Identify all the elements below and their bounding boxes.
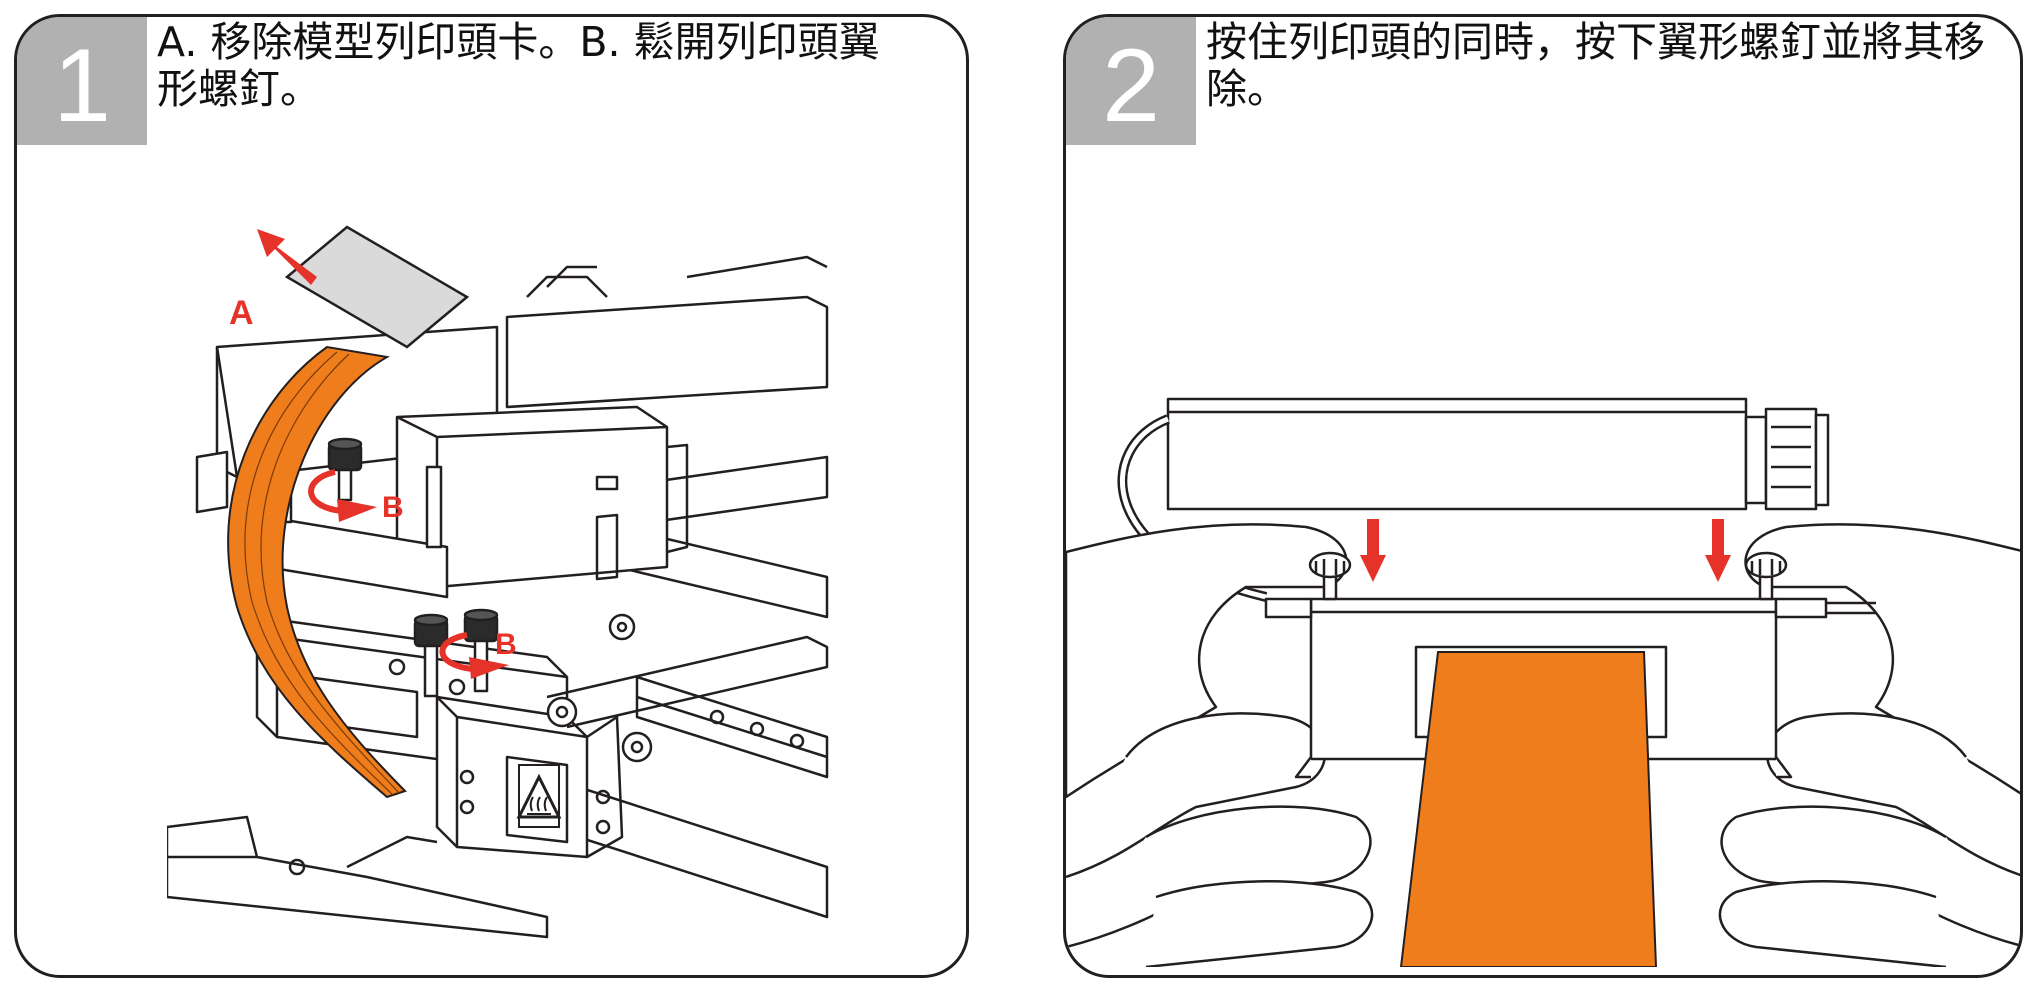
- step-number: 1: [53, 28, 111, 144]
- step-1-panel: 1 A. 移除模型列印頭卡。B. 鬆開列印頭翼形螺釘。: [14, 14, 969, 978]
- arrow-icon: [1360, 519, 1386, 582]
- printhead-illustration: A B B: [167, 225, 829, 939]
- hot-surface-warning-icon: [516, 764, 562, 828]
- label-b1: B: [382, 491, 404, 524]
- step-number-box: 2: [1066, 17, 1196, 145]
- step-caption: 按住列印頭的同時，按下翼形螺釘並將其移除。: [1206, 18, 1985, 113]
- label-a: A: [229, 294, 254, 332]
- arrow-icon: [1705, 519, 1731, 582]
- arrow-icon: [257, 229, 317, 285]
- step-2-panel: 2 按住列印頭的同時，按下翼形螺釘並將其移除。: [1063, 14, 2023, 978]
- ribbon-cable: [1399, 651, 1658, 967]
- ribbon-cable: [227, 345, 407, 799]
- label-b2: B: [495, 628, 517, 661]
- hands-holding-printhead-illustration: [1066, 397, 2020, 967]
- arrow-icon: [439, 632, 509, 679]
- step-number-box: 1: [17, 17, 147, 145]
- step-caption: A. 移除模型列印頭卡。B. 鬆開列印頭翼形螺釘。: [157, 18, 880, 113]
- step-number: 2: [1102, 28, 1160, 144]
- printhead-card: [284, 225, 470, 349]
- arrow-icon: [308, 469, 377, 522]
